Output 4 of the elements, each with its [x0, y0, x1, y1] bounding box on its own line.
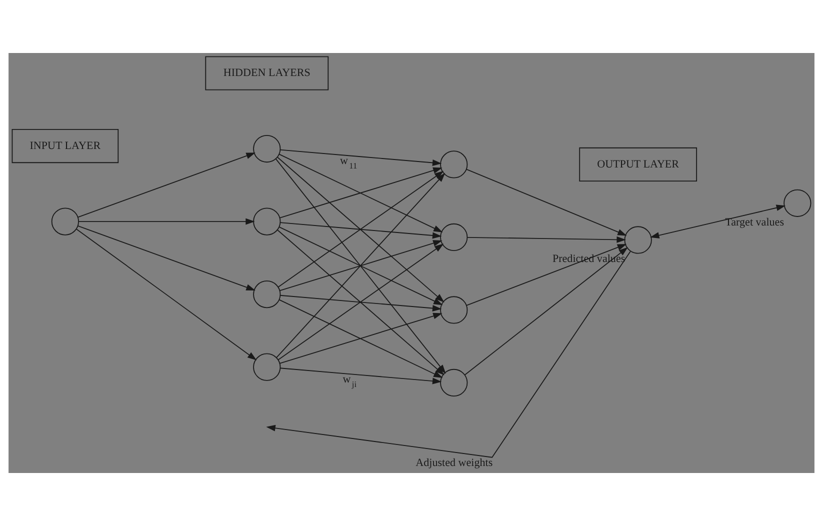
node-label: Target values — [725, 216, 784, 228]
edge-label: w$_{11}$ — [340, 154, 358, 170]
edge-label: Adjusted weights — [416, 456, 493, 469]
edge-label: w$_{ji}$ — [342, 373, 357, 389]
